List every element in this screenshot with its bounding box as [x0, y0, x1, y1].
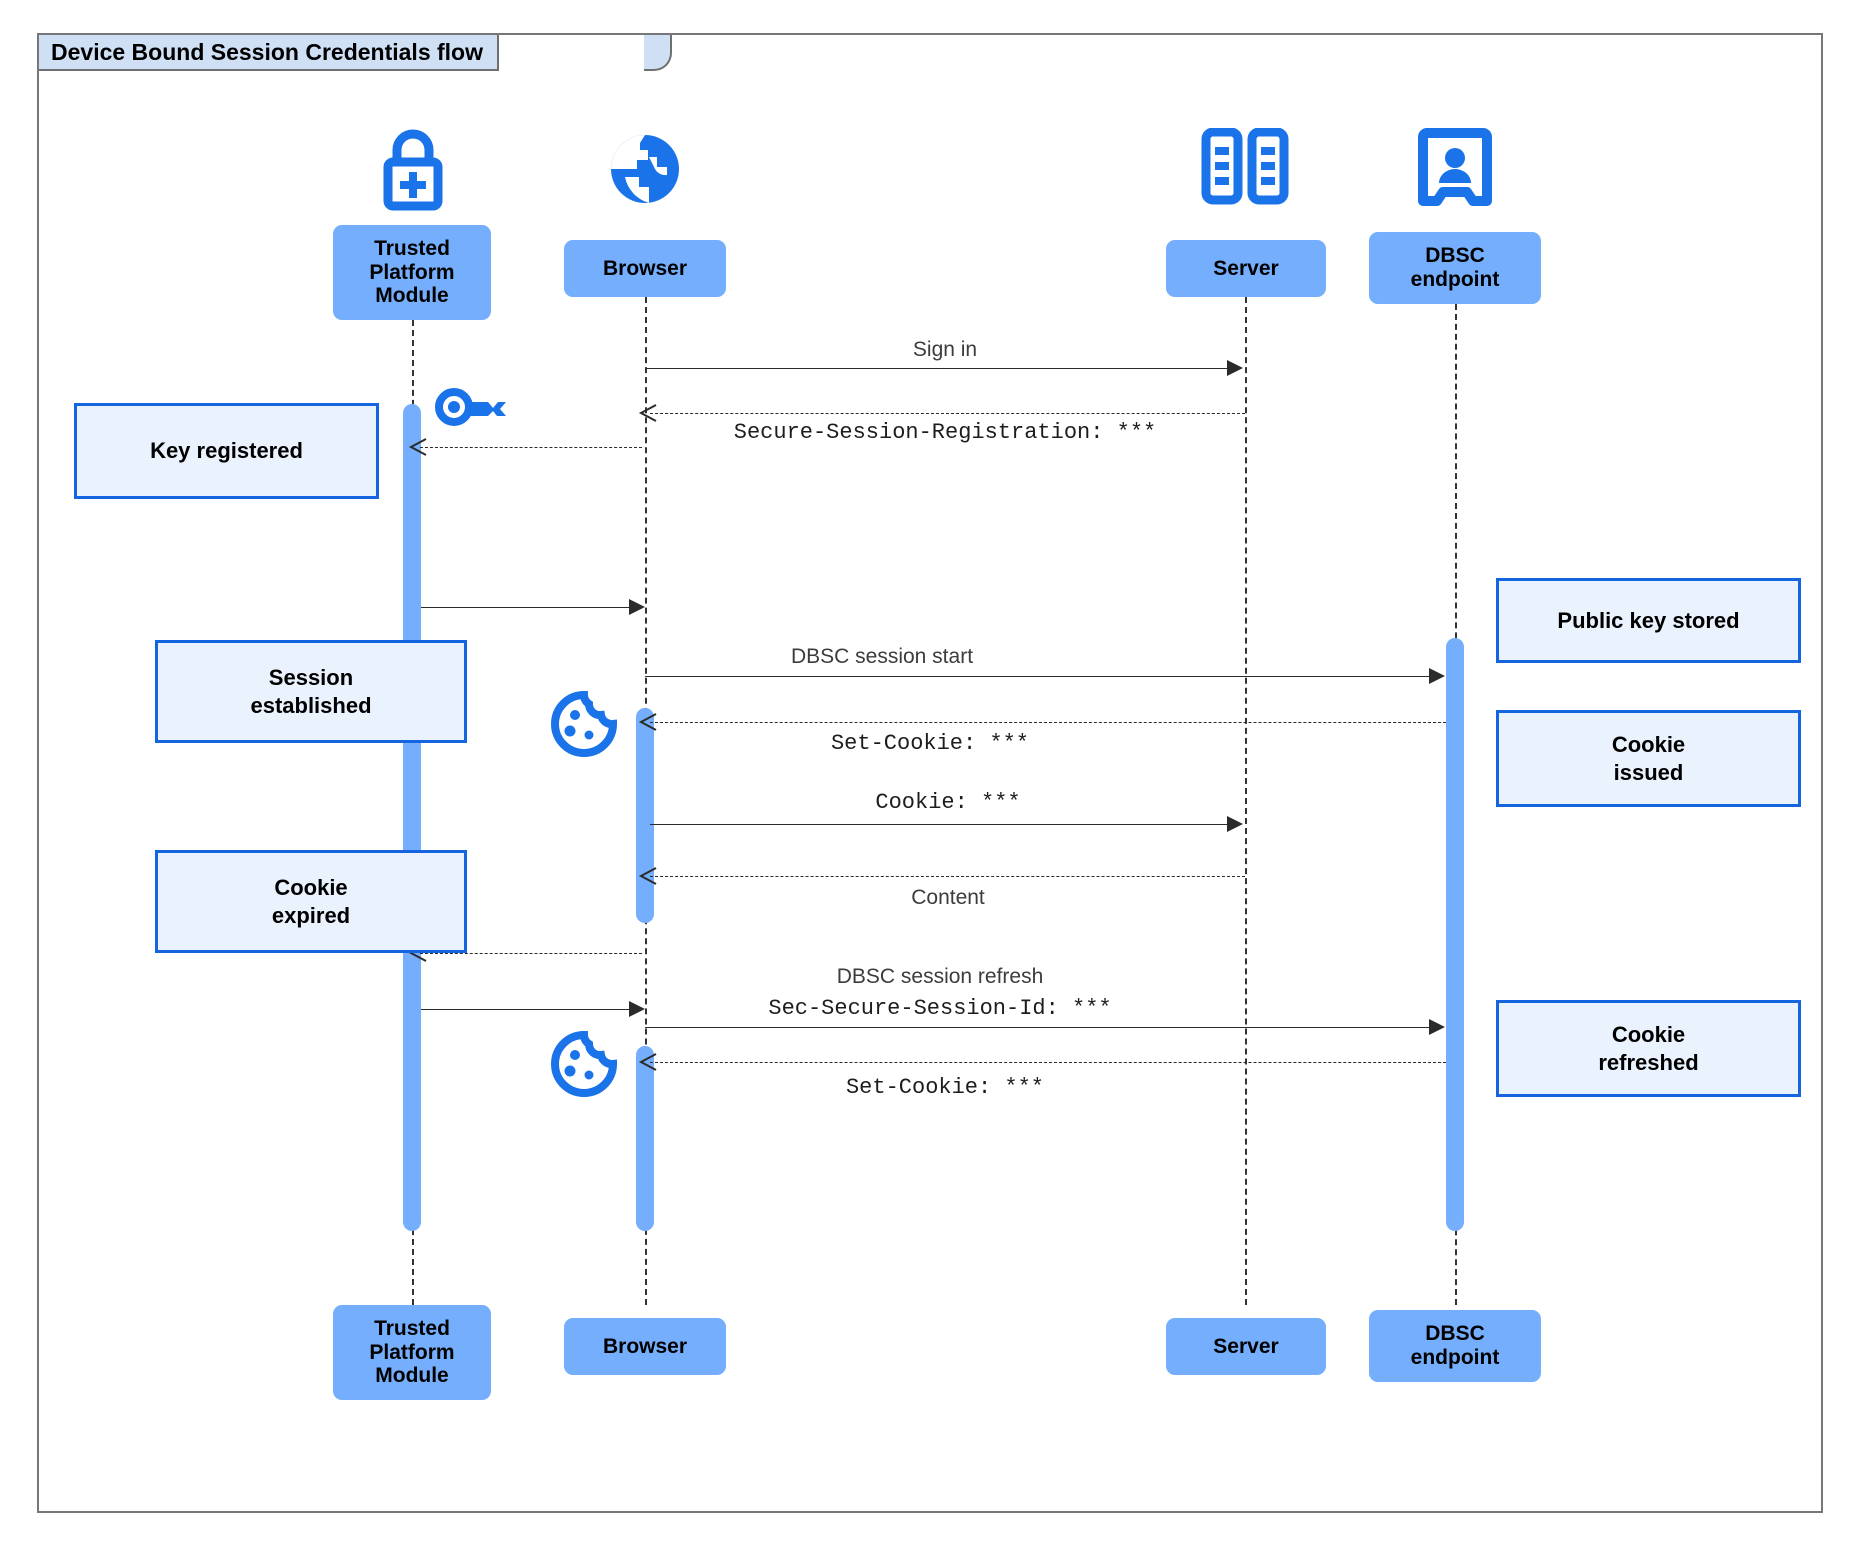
message-label-set-cookie-2: Set-Cookie: ***	[845, 1075, 1045, 1100]
arrowhead-dbsc-session-start	[1429, 668, 1445, 684]
message-line-dbsc-session-refresh	[645, 1027, 1437, 1028]
message-line-browser-to-tpm-2	[420, 953, 642, 954]
globe-icon	[603, 127, 687, 216]
note-text-public-key-stored: Public key stored	[1557, 607, 1740, 633]
participant-footer-server[interactable]: Server	[1166, 1318, 1326, 1375]
arrowhead-set-cookie-2	[638, 1053, 657, 1071]
lock-plus-icon	[371, 124, 455, 219]
participant-footer-label-browser: Browser	[602, 1334, 688, 1358]
arrowhead-tpm-to-browser-1	[629, 599, 645, 615]
message-line-browser-to-tpm-1	[420, 447, 642, 448]
arrowhead-secure-session-registration	[638, 404, 657, 422]
arrowhead-content	[638, 867, 657, 885]
activation-bar-dbsc	[1446, 638, 1464, 1231]
arrowhead-dbsc-session-refresh	[1429, 1019, 1445, 1035]
message-label-sec-secure-session-id: Sec-Secure-Session-Id: ***	[768, 996, 1112, 1021]
message-line-tpm-to-browser-2	[421, 1009, 637, 1010]
arrowhead-browser-to-tpm-1	[408, 438, 427, 456]
message-line-tpm-to-browser-1	[421, 607, 637, 608]
arrowhead-tpm-to-browser-2	[629, 1001, 645, 1017]
message-label-dbsc-session-refresh: DBSC session refresh	[836, 965, 1044, 988]
message-label-secure-session-registration: Secure-Session-Registration: ***	[733, 420, 1157, 445]
lifeline-server	[1245, 297, 1247, 1305]
message-line-cookie	[650, 824, 1227, 825]
participant-footer-browser[interactable]: Browser	[564, 1318, 726, 1375]
note-key-registered: Key registered	[74, 403, 379, 499]
participant-header-server[interactable]: Server	[1166, 240, 1326, 297]
message-label-content: Content	[911, 886, 985, 909]
message-line-set-cookie-1	[650, 722, 1446, 723]
message-label-dbsc-session-start: DBSC session start	[790, 645, 974, 668]
arrowhead-set-cookie-1	[638, 713, 657, 731]
activation-bar-tpm	[403, 404, 421, 1231]
frame-title-notch	[644, 35, 672, 71]
message-line-content	[650, 876, 1245, 877]
key-icon	[432, 383, 510, 436]
cookie-icon-1	[548, 690, 620, 763]
message-line-secure-session-registration	[650, 413, 1245, 414]
note-text-key-registered: Key registered	[150, 438, 303, 464]
arrowhead-cookie	[1227, 816, 1243, 832]
participant-footer-label-server: Server	[1213, 1334, 1279, 1358]
message-line-sign-in	[645, 368, 1227, 369]
frame-title: Device Bound Session Credentials flow	[39, 35, 499, 71]
cookie-icon-2	[548, 1030, 620, 1103]
message-line-set-cookie-2	[650, 1062, 1446, 1063]
participant-label-browser: Browser	[602, 256, 688, 280]
message-label-sign-in: Sign in	[912, 338, 978, 361]
activation-bar-browser-2	[636, 1046, 654, 1231]
message-label-cookie: Cookie: ***	[875, 790, 1021, 815]
message-line-dbsc-session-start	[645, 676, 1437, 677]
message-label-set-cookie-1: Set-Cookie: ***	[830, 731, 1030, 756]
arrowhead-sign-in	[1227, 360, 1243, 376]
participant-label-server: Server	[1213, 256, 1279, 280]
activation-bar-browser-1	[636, 708, 654, 923]
note-public-key-stored: Public key stored	[1496, 578, 1801, 663]
id-badge-icon	[1418, 128, 1492, 215]
server-rack-icon	[1200, 127, 1290, 211]
participant-header-browser[interactable]: Browser	[564, 240, 726, 297]
